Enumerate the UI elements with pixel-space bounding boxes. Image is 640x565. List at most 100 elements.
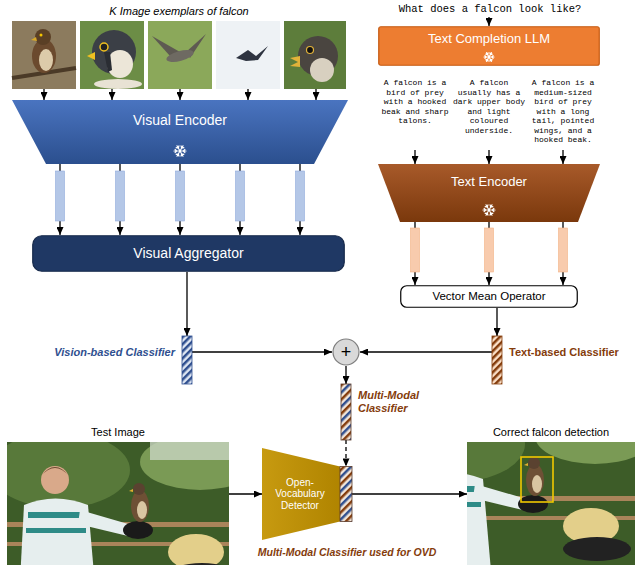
classifier-bar-shape — [492, 336, 502, 384]
llm-box-outline — [379, 27, 600, 66]
frozen-icon — [483, 205, 495, 215]
photo-ground — [80, 21, 144, 89]
connector-arrow — [352, 493, 467, 494]
classifier-label: Text-based Classifier — [509, 346, 619, 359]
output-photo-shape — [467, 442, 635, 565]
detector-trapezoid: Open-Vocabulary Detector — [262, 448, 352, 540]
bird-eye — [100, 43, 108, 51]
prompt-arrow — [488, 17, 489, 26]
bird-body — [165, 48, 195, 65]
photo-heading: Correct falcon detection — [467, 426, 635, 439]
bird-chest — [94, 79, 142, 89]
classifier-slot — [340, 466, 352, 521]
feature-vector — [236, 171, 245, 221]
description-text: A falcon is a medium-sized bird of prey … — [527, 78, 599, 145]
plus-sign: + — [341, 343, 352, 361]
exemplar-photo — [80, 21, 144, 89]
test-photo-image — [7, 442, 229, 565]
connector-arrow — [186, 272, 187, 336]
encoder-trapezoid-outline — [378, 164, 600, 222]
bird-head — [35, 29, 51, 45]
classifier-bar-shape — [182, 336, 192, 384]
photo-scene — [7, 442, 229, 565]
photo-ground — [284, 21, 346, 89]
encoder-trapezoid: Text Encoder — [378, 164, 600, 222]
box-label: Visual Aggregator — [133, 245, 243, 261]
feature-vector — [411, 228, 420, 272]
encoder-trapezoid-outline — [12, 100, 348, 164]
description-arrow — [414, 150, 415, 164]
feature-vector — [296, 171, 305, 221]
photo-ground — [148, 21, 212, 89]
feature-vector — [176, 171, 185, 221]
connector-arrow — [192, 351, 332, 352]
bird-cheek — [310, 58, 334, 82]
classifier-bar-fill — [341, 384, 351, 440]
aggregator-box-outline — [33, 236, 345, 272]
classifier-bar-fill — [182, 336, 192, 384]
box-label: Visual Encoder — [133, 112, 227, 128]
classifier-bar-shape — [341, 384, 351, 440]
photo-heading: Test Image — [7, 426, 229, 439]
photo-scene — [467, 442, 635, 565]
box-label: Text Encoder — [451, 175, 527, 190]
description-arrow — [488, 150, 489, 164]
test-photo: Test Image — [7, 442, 229, 565]
description-arrow — [562, 150, 563, 164]
connector-arrow — [315, 89, 316, 100]
encoder-trapezoid-shape — [12, 100, 348, 164]
feature-vector — [485, 228, 494, 272]
bird-eye — [40, 34, 43, 37]
visual-features — [56, 171, 305, 221]
strip-heading: K Image exemplars of falcon — [10, 5, 348, 18]
bird-chest — [39, 49, 53, 71]
connector-arrow — [43, 89, 44, 100]
connector-arrow — [111, 89, 112, 100]
classifier-bar-fill — [492, 336, 502, 384]
aggregator-box: Visual Aggregator — [32, 235, 345, 272]
detection-box — [521, 457, 553, 502]
feature-vector — [56, 171, 65, 221]
bird-eye — [307, 47, 314, 54]
text-features — [411, 228, 568, 272]
feature-vector — [116, 171, 125, 221]
output-photo-image — [467, 442, 635, 565]
classifier-label: Vision-based Classifier — [54, 346, 175, 359]
classifier-label: Multi-Modal Classifier — [358, 389, 434, 414]
exemplar-photo — [284, 21, 346, 89]
exemplar-strip-shape — [10, 21, 348, 89]
operator-box-outline — [401, 286, 578, 308]
bird-beak — [290, 56, 300, 67]
bird-marking — [104, 52, 112, 72]
exemplar-strip: K Image exemplars of falcon — [10, 21, 348, 89]
bird-beak — [31, 37, 37, 41]
photo-ground — [216, 21, 280, 89]
operator-box: Vector Mean Operator — [400, 285, 578, 308]
detector-trapezoid-outline — [262, 448, 340, 540]
encoder-trapezoid: Visual Encoder — [12, 100, 348, 164]
box-label: Vector Mean Operator — [432, 290, 545, 303]
output-photo: Correct falcon detection — [467, 442, 635, 565]
sum-circle-outline — [333, 339, 359, 365]
exemplar-photo — [216, 21, 280, 89]
connector-arrow — [496, 308, 497, 336]
encoder-trapezoid-shape — [378, 164, 600, 222]
feature-vector — [559, 228, 568, 272]
connector-arrow — [247, 89, 248, 100]
caption-label: Multi-Modal Classifier used for OVD — [232, 546, 462, 558]
sum-circle: + — [332, 338, 360, 366]
classifier-bar: Multi-Modal Classifier — [341, 384, 351, 440]
frozen-icon — [484, 53, 494, 62]
test-photo-shape — [7, 442, 229, 565]
connector-arrow — [360, 351, 492, 352]
bird-silhouette — [236, 46, 268, 61]
exemplar-photo — [12, 21, 76, 89]
classifier-bar: Vision-based Classifier — [182, 336, 192, 384]
box-label: Text Completion LLM — [428, 32, 550, 47]
classifier-bar: Text-based Classifier — [492, 336, 502, 384]
connector-arrow — [229, 493, 262, 494]
box-label: Open-Vocabulary Detector — [270, 477, 330, 512]
exemplar-photo — [148, 21, 212, 89]
description-text: A falcon usually has a dark upper body a… — [453, 78, 525, 135]
